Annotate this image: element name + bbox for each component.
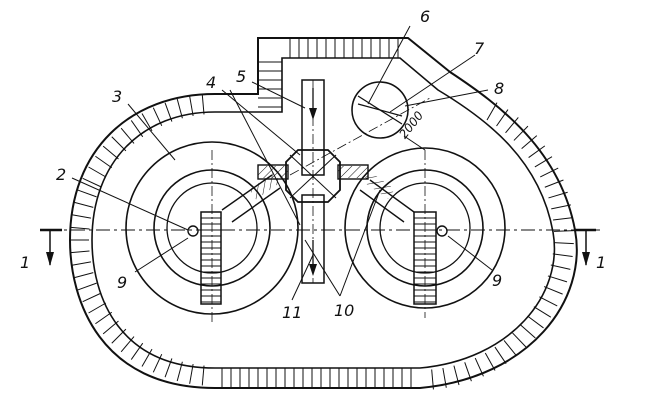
- callout-8: 8: [494, 79, 504, 98]
- wall-brick-tick: [464, 362, 472, 382]
- leader-lines: [71, 25, 493, 301]
- wall-brick-tick: [494, 346, 507, 364]
- wall-brick-tick: [130, 342, 144, 360]
- wall-brick-tick: [130, 120, 144, 138]
- wall-brick-tick: [533, 306, 552, 318]
- wall-brick-tick: [486, 102, 498, 121]
- wall-brick-tick: [543, 286, 563, 295]
- wall-brick-tick: [111, 328, 127, 344]
- wall-brick-tick: [95, 311, 113, 325]
- axis-line: [289, 97, 431, 176]
- wall-brick-tick: [88, 166, 107, 178]
- wall-brick-tick: [69, 226, 90, 230]
- wall-brick-tick: [71, 214, 92, 219]
- callout-section-left: 1: [20, 253, 30, 272]
- wall-brick-tick: [474, 357, 484, 377]
- callout-7: 7: [474, 39, 485, 58]
- wall-brick-tick: [201, 94, 205, 115]
- wall-brick-tick: [164, 358, 173, 378]
- wall-brick-tick: [484, 352, 496, 371]
- wall-brick-tick: [442, 367, 447, 388]
- dimension-label: 2000: [396, 108, 426, 141]
- wall-brick-tick: [120, 336, 135, 353]
- wall-brick-tick: [539, 296, 558, 307]
- wall-brick-tick: [496, 109, 509, 127]
- wall-brick-tick: [527, 315, 544, 329]
- callout-5: 5: [236, 67, 246, 86]
- wall-brick-tick: [503, 340, 517, 357]
- wall-brick-tick: [102, 145, 119, 160]
- wall-brick-tick: [201, 365, 205, 386]
- wall-brick-tick: [73, 272, 94, 279]
- wall-brick-tick: [120, 127, 135, 144]
- wall-brick-tick: [552, 253, 573, 258]
- wall-brick-tick: [176, 98, 183, 119]
- wall-brick-tick: [77, 282, 97, 291]
- wall-brick-tick: [521, 135, 538, 150]
- section-line: [40, 228, 600, 266]
- wall-brick-tick: [141, 113, 153, 132]
- wall-brick-tick: [551, 204, 571, 210]
- callout-9-left: 9: [117, 273, 127, 292]
- wall-brick-tick: [152, 107, 163, 127]
- callout-9-right: 9: [492, 271, 502, 290]
- wall-brick-tick: [82, 177, 102, 188]
- wall-brick-tick: [189, 96, 194, 117]
- callout-3: 3: [112, 87, 122, 106]
- wall-brick-tick: [69, 250, 90, 254]
- wall-brick-tick: [528, 145, 546, 158]
- wall-brick-tick: [505, 117, 519, 134]
- wall-brick-tick: [453, 365, 460, 386]
- wall-brick-tick: [71, 261, 92, 266]
- wall-brick-tick: [102, 320, 119, 335]
- wall-brick-tick: [176, 361, 183, 382]
- callout-10: 10: [334, 301, 354, 320]
- callout-4: 4: [206, 73, 216, 92]
- wall-brick-tick: [553, 242, 574, 245]
- wall-brick-tick: [164, 102, 173, 122]
- wall-brick-tick: [553, 230, 574, 232]
- wall-brick-tick: [513, 125, 529, 141]
- wall-brick-tick: [534, 156, 553, 168]
- wall-brick-tick: [552, 217, 573, 221]
- wall-brick-tick: [189, 363, 194, 384]
- wall-brick-tick: [544, 179, 564, 188]
- callout-2: 2: [56, 165, 66, 184]
- left-clarifier-tank: [125, 141, 299, 325]
- wall-brick-tick: [88, 302, 107, 314]
- central-distribution-chamber: [257, 79, 369, 284]
- wall-brick-tick: [431, 369, 434, 390]
- callout-section-right: 1: [596, 253, 606, 272]
- wall-brick-tick: [82, 292, 102, 303]
- callout-6: 6: [420, 7, 430, 26]
- wall-brick-tick: [77, 189, 97, 198]
- wall-brick-tick: [540, 167, 559, 178]
- wall-brick-tick: [141, 348, 153, 367]
- wall-brick-tick: [548, 191, 568, 199]
- wall-brick-tick: [73, 201, 94, 208]
- wall-brick-tick: [95, 155, 113, 169]
- wall-brick-tick: [550, 264, 571, 270]
- wall-brick-tick: [520, 324, 536, 339]
- right-clarifier-tank: [344, 147, 506, 318]
- outer-enclosure-wall: [68, 37, 578, 390]
- wall-brick-tick: [152, 353, 163, 373]
- callout-11: 11: [282, 303, 302, 322]
- wall-brick-tick: [547, 275, 568, 283]
- wall-brick-tick: [512, 332, 527, 348]
- wall-brick-tick: [111, 136, 127, 152]
